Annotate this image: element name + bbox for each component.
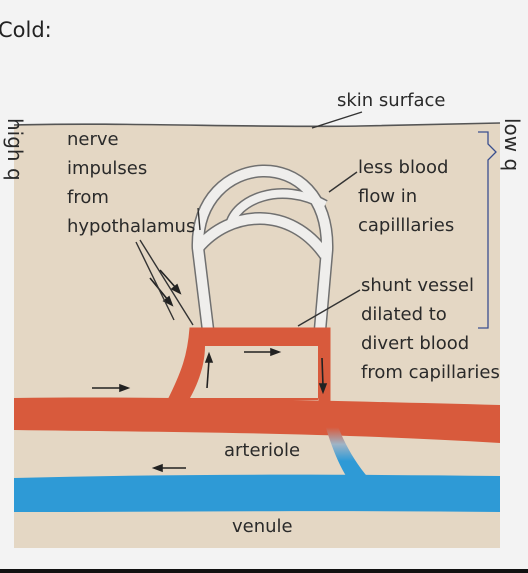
right-side-label: low q <box>500 118 524 171</box>
nerve-label-line-1: nerve <box>67 129 119 150</box>
shunt-label-line-1: shunt vessel <box>361 275 474 296</box>
venule-label: venule <box>232 516 293 537</box>
page-title: Cold: <box>0 18 52 42</box>
venule-vessel <box>14 474 500 512</box>
capillary-network <box>191 164 334 331</box>
arteriole-label: arteriole <box>224 440 300 461</box>
nerve-label-line-2: impulses <box>67 158 147 179</box>
less-blood-label-line-2: flow in <box>358 186 417 207</box>
less-blood-label-line-1: less blood <box>358 157 448 178</box>
leader-lines <box>135 111 363 327</box>
arteriole-vessel <box>14 397 500 443</box>
shunt-label-line-3: divert blood <box>361 333 469 354</box>
nerve-label-line-4: hypothalamus <box>67 216 195 237</box>
left-side-label: high q <box>3 118 27 181</box>
shunt-vessel <box>167 327 372 482</box>
flow-arrows <box>92 269 328 473</box>
bottom-border <box>0 569 528 573</box>
bracket <box>478 131 497 329</box>
skin-surface-label: skin surface <box>337 90 445 111</box>
shunt-label-line-2: dilated to <box>361 304 447 325</box>
nerve-label-line-3: from <box>67 187 109 208</box>
shunt-label-line-4: from capillaries <box>361 362 500 383</box>
less-blood-label-line-3: capilllaries <box>358 215 454 236</box>
